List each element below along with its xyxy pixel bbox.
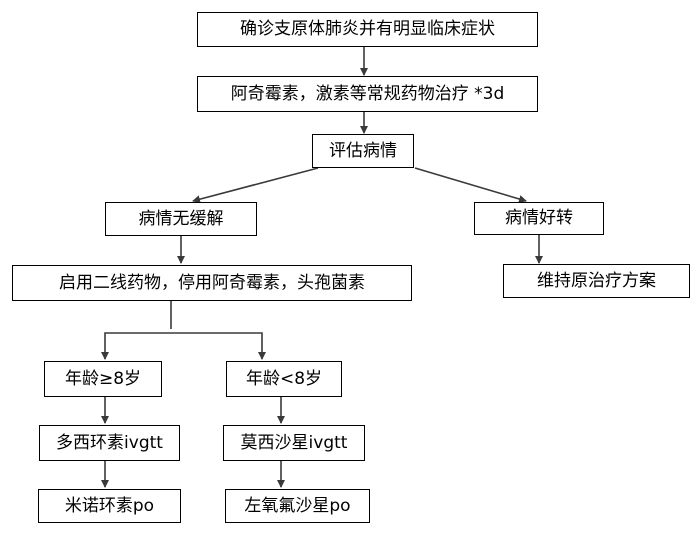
node-moxifloxacin-iv: 莫西沙星ivgtt	[223, 425, 365, 461]
node-improved: 病情好转	[474, 202, 604, 235]
arrow-split-to-age-ge8	[101, 332, 171, 360]
node-minocycline-po: 米诺环素po	[38, 489, 181, 523]
arrow-evaluate-to-not-relieved	[192, 167, 319, 204]
node-second-line-drugs: 启用二线药物，停用阿奇霉素，头孢菌素	[12, 265, 412, 301]
node-levofloxacin-po: 左氧氟沙星po	[225, 489, 370, 523]
node-maintain-plan: 维持原治疗方案	[503, 264, 690, 298]
arrow-evaluate-to-improved	[414, 167, 527, 203]
node-age-ge-8: 年龄≥8岁	[44, 361, 162, 397]
node-doxycycline-iv: 多西环素ivgtt	[39, 425, 180, 461]
node-evaluate-condition: 评估病情	[312, 134, 414, 168]
node-confirmed-diagnosis: 确诊支原体肺炎并有明显临床症状	[197, 12, 538, 47]
node-not-relieved: 病情无缓解	[105, 202, 257, 236]
node-age-lt-8: 年龄<8岁	[226, 361, 342, 397]
arrow-split-to-age-lt8	[171, 332, 266, 360]
node-initial-treatment: 阿奇霉素，激素等常规药物治疗 *3d	[197, 76, 538, 112]
